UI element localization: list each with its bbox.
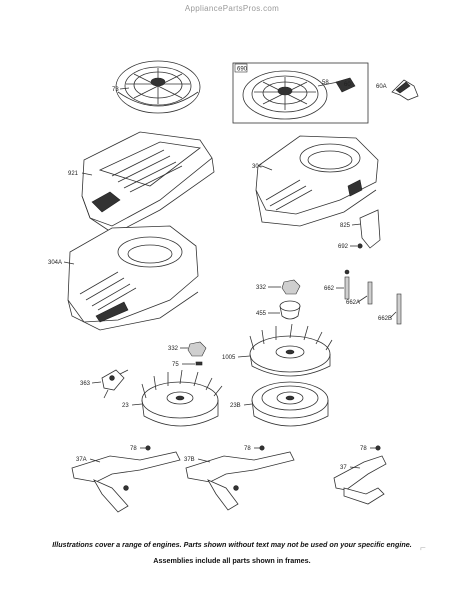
margin-mark: ⌐: [420, 543, 426, 554]
label-662B: 662B: [378, 316, 392, 322]
label-23B: 23B: [230, 403, 241, 409]
frame-label-690: 690: [237, 67, 248, 73]
label-75: 75: [172, 362, 179, 368]
label-662A: 662A: [346, 300, 360, 306]
label-37A: 37A: [76, 457, 87, 463]
cup-illustration: [279, 300, 301, 320]
flywheel-illustration: [249, 323, 333, 377]
label-23: 23: [122, 403, 129, 409]
label-1005: 1005: [222, 355, 236, 361]
blower-housing-cover-illustration: [81, 131, 215, 235]
part-labels: 73 690 58 60 60A 921 304 825 692 304A 33…: [48, 67, 392, 472]
label-332-top: 332: [256, 285, 267, 291]
bracket-37a-illustration: [71, 451, 181, 513]
label-304A: 304A: [48, 260, 62, 266]
label-692: 692: [338, 244, 349, 250]
starter-in-frame-illustration: [242, 70, 356, 120]
blower-housing-illustration: [255, 135, 379, 227]
label-825: 825: [340, 223, 351, 229]
label-58: 58: [322, 80, 329, 86]
label-60A: 60A: [376, 84, 387, 90]
label-332-mid: 332: [168, 346, 179, 352]
label-37: 37: [340, 465, 347, 471]
watermark: AppliancePartsPros.com: [184, 4, 280, 13]
label-78-mid: 78: [244, 446, 251, 452]
stud-illustrations: [344, 269, 402, 325]
label-304: 304: [252, 164, 263, 170]
label-78-right: 78: [360, 446, 367, 452]
label-60: 60: [344, 82, 351, 88]
disclaimer-caption: Illustrations cover a range of engines. …: [52, 540, 412, 549]
label-921: 921: [68, 171, 79, 177]
bracket-illustration: [359, 209, 381, 249]
label-662: 662: [324, 286, 335, 292]
label-73: 73: [112, 87, 119, 93]
label-37B: 37B: [184, 457, 195, 463]
label-78-left: 78: [130, 446, 137, 452]
brake-part-illustration: [101, 369, 129, 399]
label-363: 363: [80, 381, 91, 387]
bracket-37b-illustration: [185, 451, 295, 511]
lever-37-illustration: [333, 455, 387, 505]
flywheel-left-illustration: [141, 369, 223, 427]
assemblies-caption: Assemblies include all parts shown in fr…: [153, 556, 311, 565]
starter-handle-illustration: [391, 79, 419, 101]
label-455: 455: [256, 311, 267, 317]
assembly-frame: [232, 62, 369, 124]
rewind-starter-illustration: [115, 60, 201, 114]
blower-housing-alt-illustration: [67, 225, 199, 331]
flywheel-right-illustration: [251, 381, 329, 427]
nut-illustration: [281, 279, 301, 295]
